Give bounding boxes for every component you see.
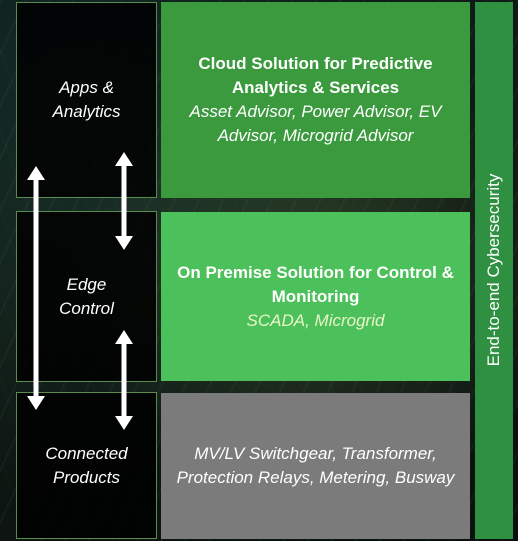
on-premise-solution-title: On Premise Solution for Control & Monito… [177, 262, 454, 306]
double-arrow-icon [27, 166, 45, 410]
layer-edge-label: Edge Control [59, 274, 114, 318]
cybersecurity-bar [475, 2, 513, 539]
cloud-solution-subtitle: Asset Advisor, Power Advisor, EV Advisor… [189, 102, 442, 145]
connected-products-list: MV/LV Switchgear, Transformer, Protectio… [176, 444, 455, 487]
layer-apps-label: Apps & Analytics [52, 78, 121, 121]
double-arrow-icon [115, 330, 133, 430]
cloud-solution-box: Cloud Solution for Predictive Analytics … [161, 2, 470, 198]
double-arrow-icon [115, 152, 133, 250]
layer-products-label: Connected Products [45, 443, 128, 487]
layer-apps-analytics: Apps & Analytics [16, 2, 157, 198]
layer-connected-products: Connected Products [16, 392, 157, 539]
layer-edge-control: Edge Control [16, 211, 157, 382]
on-premise-solution-subtitle: SCADA, Microgrid [246, 310, 385, 330]
connected-products-box: MV/LV Switchgear, Transformer, Protectio… [161, 393, 470, 539]
cloud-solution-title: Cloud Solution for Predictive Analytics … [198, 54, 433, 97]
on-premise-solution-box: On Premise Solution for Control & Monito… [161, 212, 470, 381]
